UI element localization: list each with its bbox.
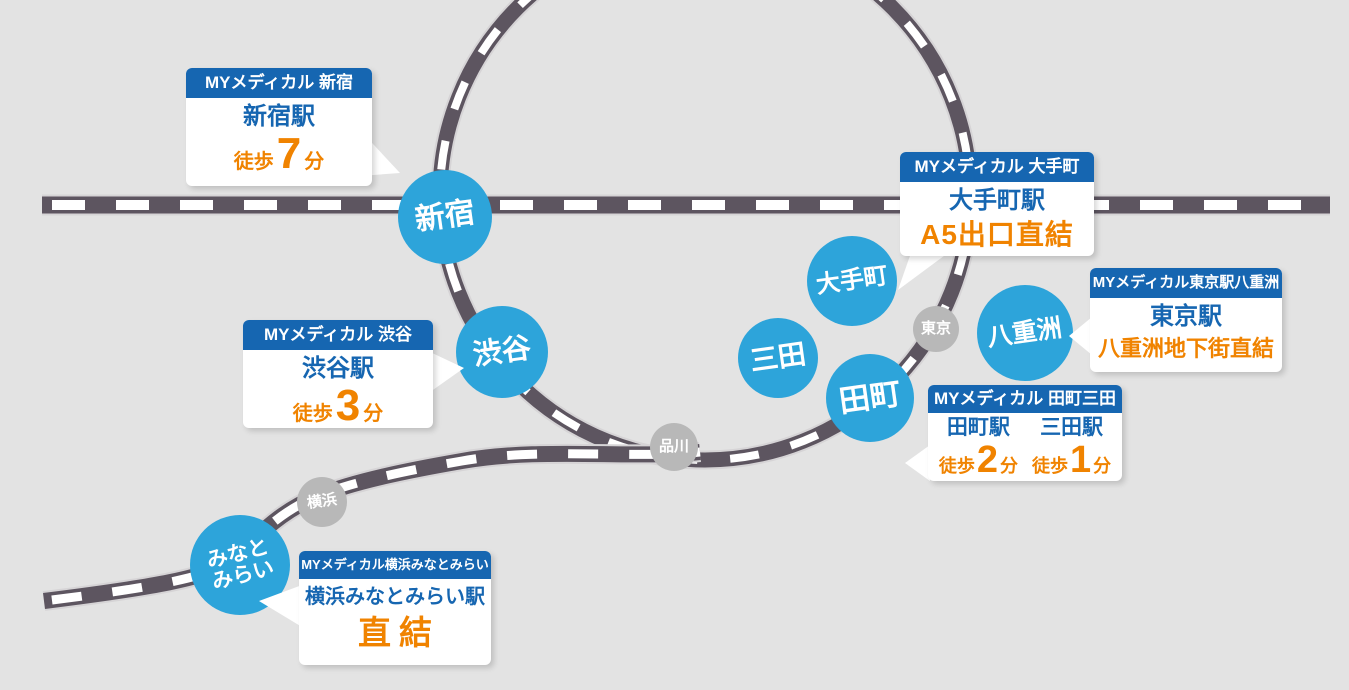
callout-tokyo-yaesu-access: 八重洲地下街直結	[1097, 336, 1274, 361]
station-minatomirai-label: みなと みらい	[203, 535, 276, 594]
callout-yokohama-minatomirai-access: 直結	[358, 614, 440, 651]
callout-shinjuku-walk-time: 徒歩 7 分	[233, 129, 325, 178]
station-otemachi: 大手町	[807, 236, 897, 326]
callout-shinjuku-header: MYメディカル 新宿	[186, 68, 372, 98]
callout-yokohama-minatomirai-header: MYメディカル横浜みなとみらい	[299, 551, 491, 579]
station-shinagawa: 品川	[650, 423, 698, 471]
callout-shibuya-walk-time: 徒歩 3 分	[292, 381, 384, 430]
station-tamachi: 田町	[826, 354, 914, 442]
callout-mita-walk-time: 徒歩 1 分	[1032, 439, 1112, 481]
callout-shibuya-station: 渋谷駅	[302, 355, 374, 382]
station-otemachi-label: 大手町	[814, 262, 890, 300]
station-mita: 三田	[738, 318, 818, 398]
station-tokyo: 東京	[913, 306, 959, 352]
station-mita-label: 三田	[748, 338, 808, 378]
callout-yokohama-minatomirai-station: 横浜みなとみらい駅	[305, 586, 485, 608]
station-tokyo-label: 東京	[920, 320, 951, 338]
station-minatomirai: みなと みらい	[190, 515, 290, 615]
station-shibuya-label: 渋谷	[471, 331, 533, 372]
station-yokohama-label: 横浜	[305, 491, 338, 513]
station-yaesu: 八重洲	[977, 285, 1073, 381]
callout-otemachi-station: 大手町駅	[949, 187, 1045, 214]
callout-mita-column: 三田駅 徒歩 1 分	[1032, 415, 1111, 479]
station-yokohama: 横浜	[297, 477, 347, 527]
callout-tamachi-mita-header: MYメディカル 田町三田	[928, 385, 1122, 413]
callout-tokyo-yaesu-station: 東京駅	[1150, 303, 1222, 330]
callout-tokyo-yaesu-header: MYメディカル東京駅八重洲	[1090, 268, 1282, 298]
callout-shibuya: MYメディカル 渋谷 渋谷駅 徒歩 3 分	[243, 320, 433, 428]
callout-shinjuku: MYメディカル 新宿 新宿駅 徒歩 7 分	[186, 68, 372, 186]
station-shinjuku: 新宿	[398, 170, 492, 264]
callout-tamachi-station: 田町駅	[946, 416, 1010, 439]
station-shinjuku-label: 新宿	[412, 196, 477, 238]
callout-tokyo-yaesu: MYメディカル東京駅八重洲 東京駅 八重洲地下街直結	[1090, 268, 1282, 372]
callout-tamachi-walk-time: 徒歩 2 分	[938, 439, 1018, 481]
callout-yokohama-minatomirai: MYメディカル横浜みなとみらい 横浜みなとみらい駅 直結	[299, 551, 491, 665]
callout-otemachi: MYメディカル 大手町 大手町駅 A5出口直結	[900, 152, 1094, 256]
callout-tamachi-mita: MYメディカル 田町三田 田町駅 徒歩 2 分 三田駅 徒歩 1 分	[928, 385, 1122, 481]
station-shinagawa-label: 品川	[658, 438, 689, 456]
callout-mita-station: 三田駅	[1040, 416, 1104, 439]
callout-otemachi-access: A5出口直結	[920, 219, 1074, 250]
callout-otemachi-header: MYメディカル 大手町	[900, 152, 1094, 182]
callout-shinjuku-station: 新宿駅	[243, 103, 315, 130]
pointer-tamachi-mita	[905, 445, 930, 481]
station-tamachi-label: 田町	[836, 375, 904, 419]
station-yaesu-label: 八重洲	[985, 313, 1065, 352]
station-shibuya: 渋谷	[456, 306, 548, 398]
callout-tamachi-column: 田町駅 徒歩 2 分	[939, 415, 1018, 479]
callout-shibuya-header: MYメディカル 渋谷	[243, 320, 433, 350]
pointer-otemachi	[898, 250, 952, 290]
